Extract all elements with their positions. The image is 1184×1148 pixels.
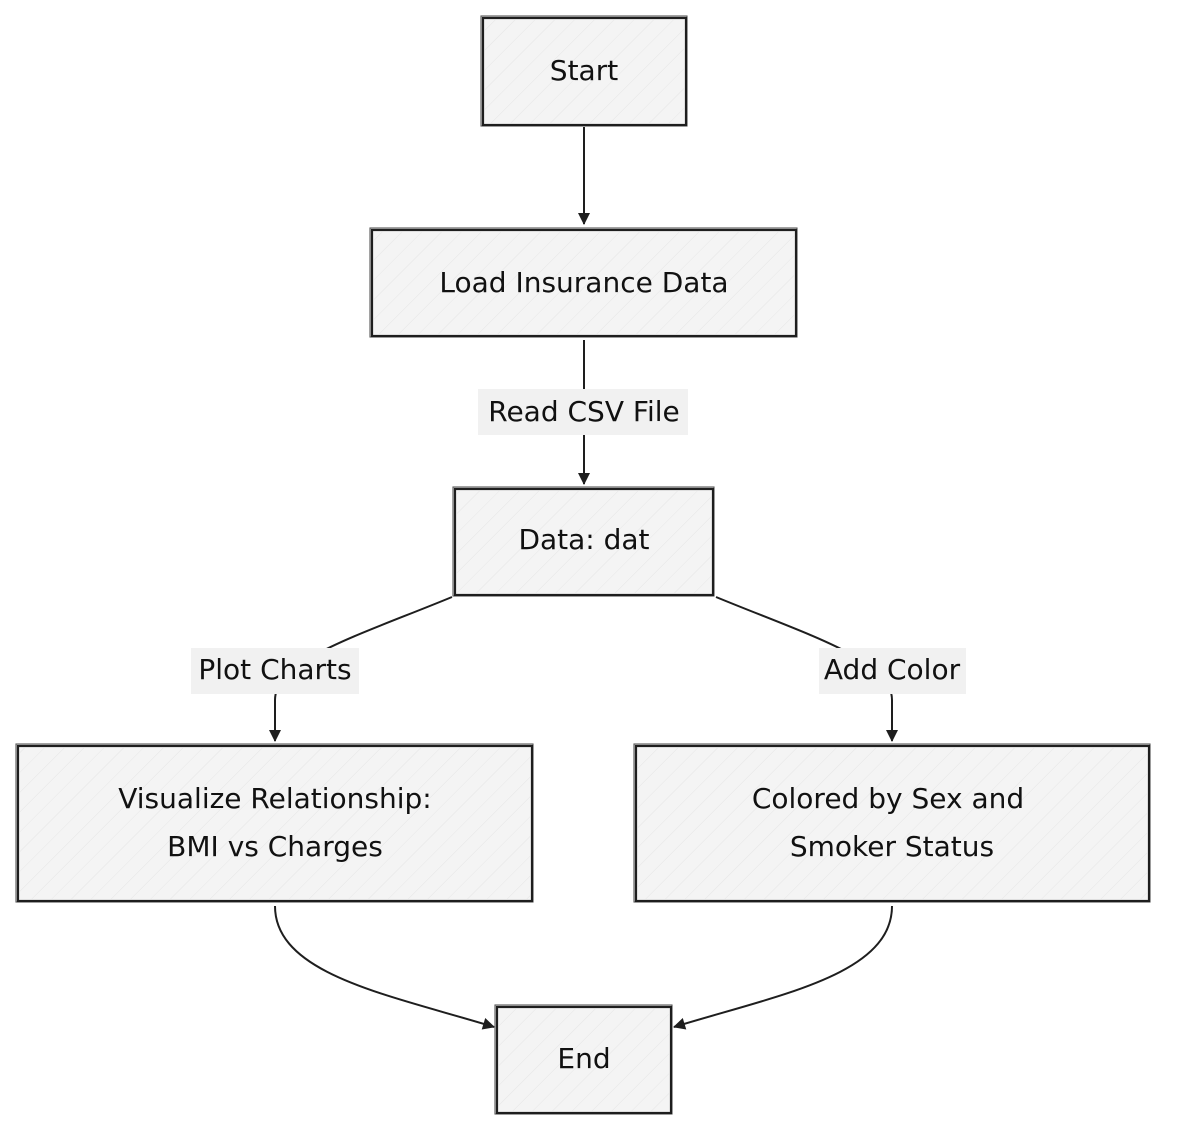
node-hatch bbox=[20, 748, 530, 899]
edge-data-to-visualize: Plot Charts bbox=[191, 596, 453, 742]
node-hatch bbox=[499, 1009, 669, 1111]
node-hatch bbox=[457, 491, 711, 593]
node-label-line-1: Visualize Relationship: bbox=[118, 782, 432, 815]
edge-visualize-to-end bbox=[274, 905, 495, 1030]
node-sketch-outline bbox=[494, 1004, 673, 1115]
node-data-dat[interactable]: Data: dat bbox=[452, 486, 715, 597]
node-label-line-2: BMI vs Charges bbox=[167, 830, 383, 863]
node-sketch-outline bbox=[480, 15, 688, 127]
edge-label-background bbox=[819, 648, 966, 694]
edge-data-to-colored: Add Color bbox=[715, 596, 966, 742]
node-sketch-outline bbox=[452, 486, 715, 597]
node-sketch-outline bbox=[633, 743, 1151, 903]
edge-colored-to-end bbox=[673, 905, 893, 1030]
node-colored-by-sex-and-smoker-status[interactable]: Colored by Sex and Smoker Status bbox=[633, 743, 1151, 903]
node-label: End bbox=[557, 1042, 610, 1075]
edge-label-read-csv-file: Read CSV File bbox=[488, 395, 680, 428]
node-sketch-outline bbox=[369, 227, 798, 338]
node-end[interactable]: End bbox=[494, 1004, 673, 1115]
edge-line bbox=[673, 905, 893, 1030]
node-visualize-relationship[interactable]: Visualize Relationship: BMI vs Charges bbox=[15, 743, 534, 903]
node-label: Data: dat bbox=[518, 523, 649, 556]
node-label-line-1: Colored by Sex and bbox=[752, 782, 1024, 815]
edge-load-to-data: Read CSV File bbox=[478, 340, 688, 485]
edge-label-add-color: Add Color bbox=[824, 653, 961, 686]
edge-line bbox=[274, 905, 495, 1030]
node-label: Start bbox=[550, 54, 618, 87]
node-sketch-outline bbox=[15, 743, 534, 903]
node-hatch bbox=[374, 232, 794, 334]
edge-label-background bbox=[191, 648, 359, 694]
node-label-line-2: Smoker Status bbox=[790, 830, 994, 863]
node-hatch bbox=[638, 748, 1147, 899]
node-load-insurance-data[interactable]: Load Insurance Data bbox=[369, 227, 798, 338]
node-hatch bbox=[485, 20, 684, 123]
edge-label-plot-charts: Plot Charts bbox=[198, 653, 351, 686]
node-label: Load Insurance Data bbox=[439, 266, 728, 299]
node-start[interactable]: Start bbox=[480, 15, 688, 127]
edge-label-background bbox=[478, 389, 688, 435]
